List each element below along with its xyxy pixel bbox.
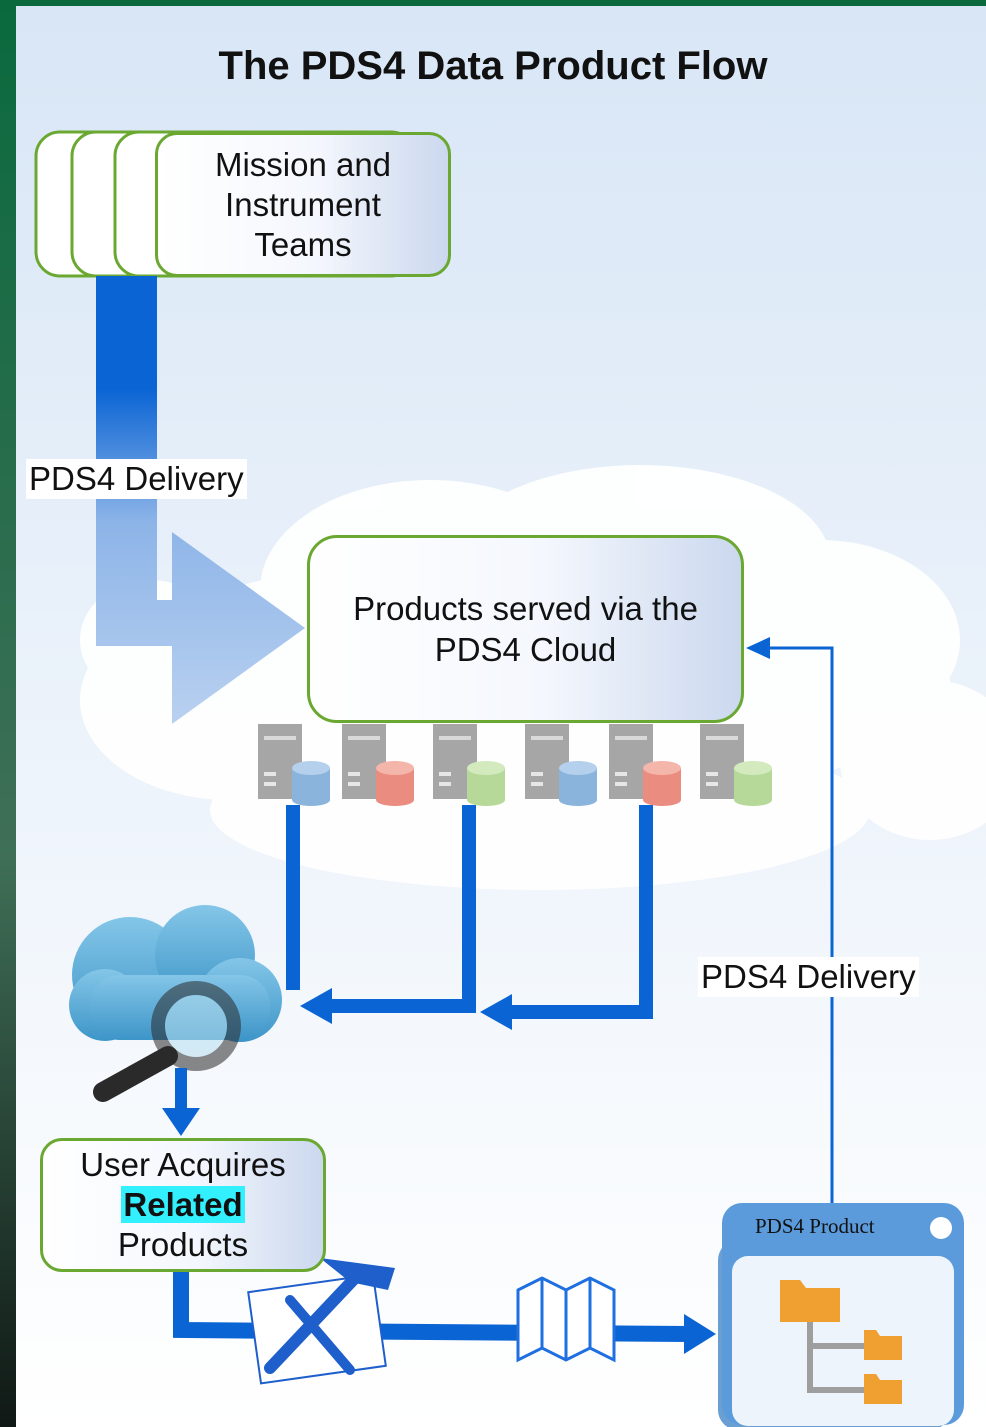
delivery-label-left: PDS4 Delivery <box>26 459 247 499</box>
server-connectors <box>286 805 653 1019</box>
delivery-label-right: PDS4 Delivery <box>698 957 919 997</box>
return-arrow <box>768 646 834 1210</box>
user-box: User Acquires Related Products <box>40 1138 326 1272</box>
teams-box: Mission and Instrument Teams <box>155 132 451 277</box>
database-icon <box>643 761 681 806</box>
folder-tree-icon <box>780 1280 902 1404</box>
cloud-products-box: Products served via the PDS4 Cloud <box>307 535 744 723</box>
teams-line-2: Instrument <box>225 185 381 223</box>
delivery-arrow <box>96 276 305 724</box>
connector-arrowhead <box>300 988 332 1024</box>
teams-line-3: Teams <box>254 225 352 263</box>
teams-line-1: Mission and <box>214 145 392 183</box>
server-icon <box>258 724 302 799</box>
cloud-search-icon <box>69 905 282 1102</box>
user-line-3: Products <box>117 1226 249 1263</box>
diagram-title: The PDS4 Data Product Flow <box>218 44 768 88</box>
cloud-line-1: Products served via the <box>353 590 698 627</box>
database-icon <box>376 761 414 806</box>
user-to-product-arrowhead <box>684 1314 716 1354</box>
product-card-label: PDS4 Product <box>755 1214 875 1238</box>
database-icon <box>734 761 772 806</box>
product-card <box>718 1203 964 1427</box>
connector-arrowhead <box>480 994 512 1030</box>
related-highlight: Related <box>121 1186 245 1223</box>
database-icon <box>292 761 330 806</box>
user-line-2: Related <box>121 1185 245 1225</box>
user-line-1: User Acquires <box>80 1146 286 1183</box>
database-icon <box>559 761 597 806</box>
map-icon <box>516 1276 616 1363</box>
return-arrow-head <box>746 637 770 659</box>
search-to-user-arrowhead <box>162 1108 200 1136</box>
server-row <box>258 724 772 806</box>
database-icon <box>467 761 505 806</box>
cloud-line-2: PDS4 Cloud <box>434 631 617 668</box>
tools-icon <box>247 1258 395 1385</box>
magnifier-icon <box>93 981 241 1102</box>
